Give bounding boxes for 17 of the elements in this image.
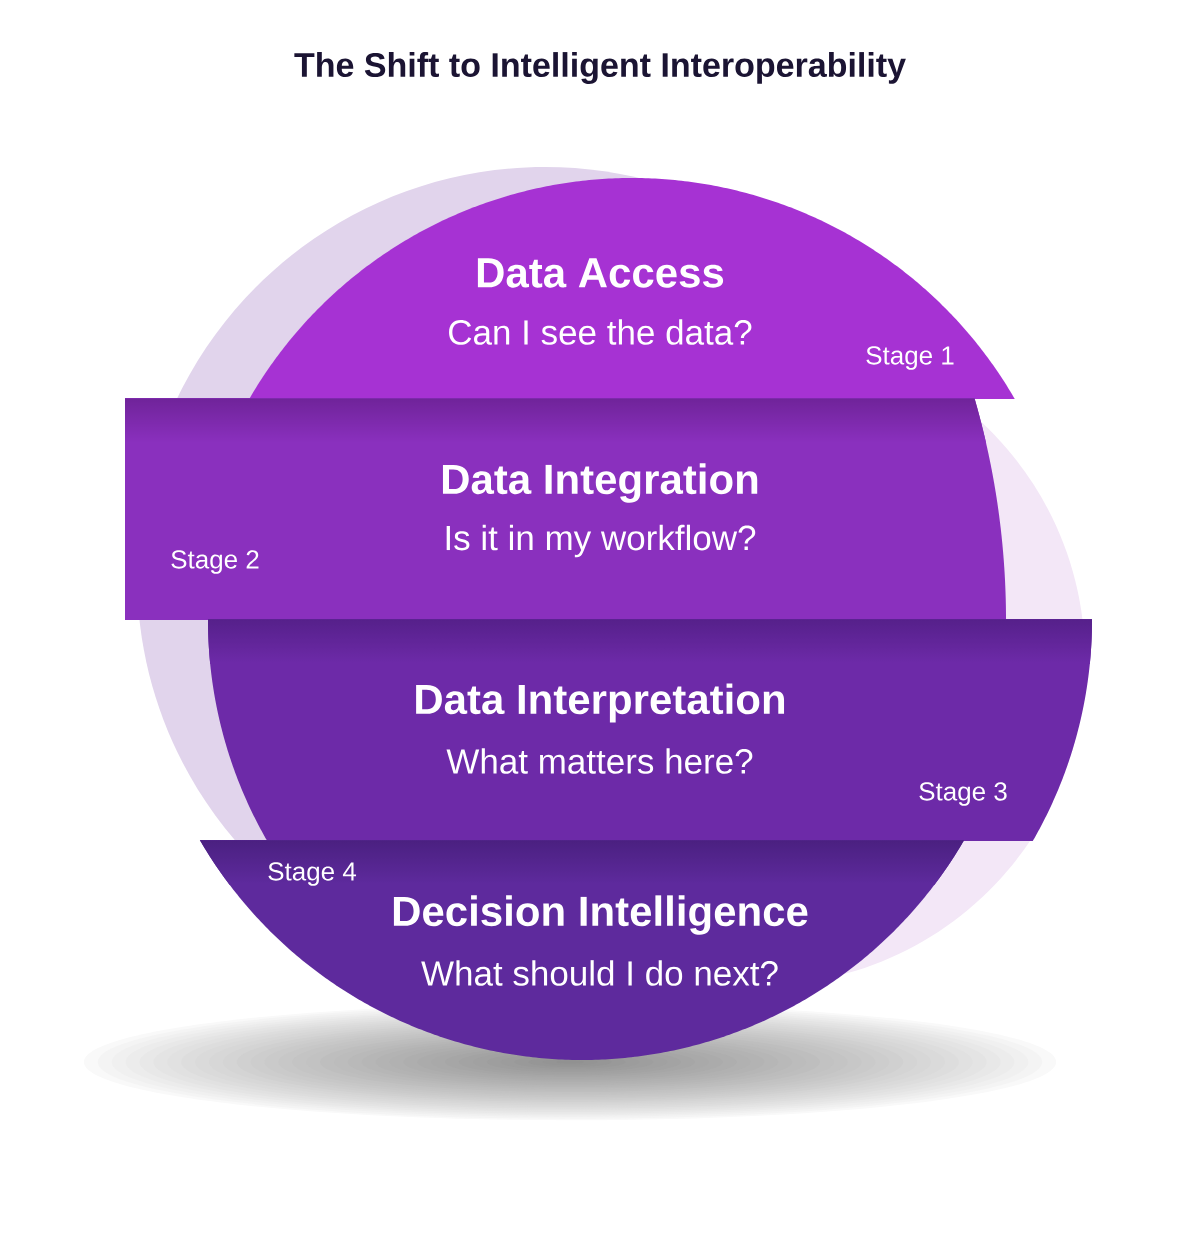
stage-band	[125, 398, 1006, 620]
title: The Shift to Intelligent Interoperability	[294, 52, 906, 84]
stage-band	[249, 178, 1015, 399]
stage-band	[199, 840, 965, 1060]
stage-question: Is it in my workflow?	[446, 524, 756, 558]
stage-band	[208, 619, 1092, 841]
stage-label: Stage 1	[866, 346, 954, 370]
stage-heading: Data Integration	[442, 463, 758, 503]
stage-label: Stage 4	[268, 862, 357, 886]
stage-question: What should I do next?	[421, 960, 778, 986]
stage-question: Can I see the data?	[449, 319, 752, 345]
stage-label: Stage 3	[919, 782, 1007, 806]
stage-label: Stage 2	[171, 550, 259, 574]
stage-question: What matters here?	[446, 748, 753, 774]
stage-heading: Data Access	[477, 258, 724, 288]
stage-heading: Data Interpretation	[416, 683, 785, 723]
stage-heading: Decision Intelligence	[393, 895, 808, 935]
